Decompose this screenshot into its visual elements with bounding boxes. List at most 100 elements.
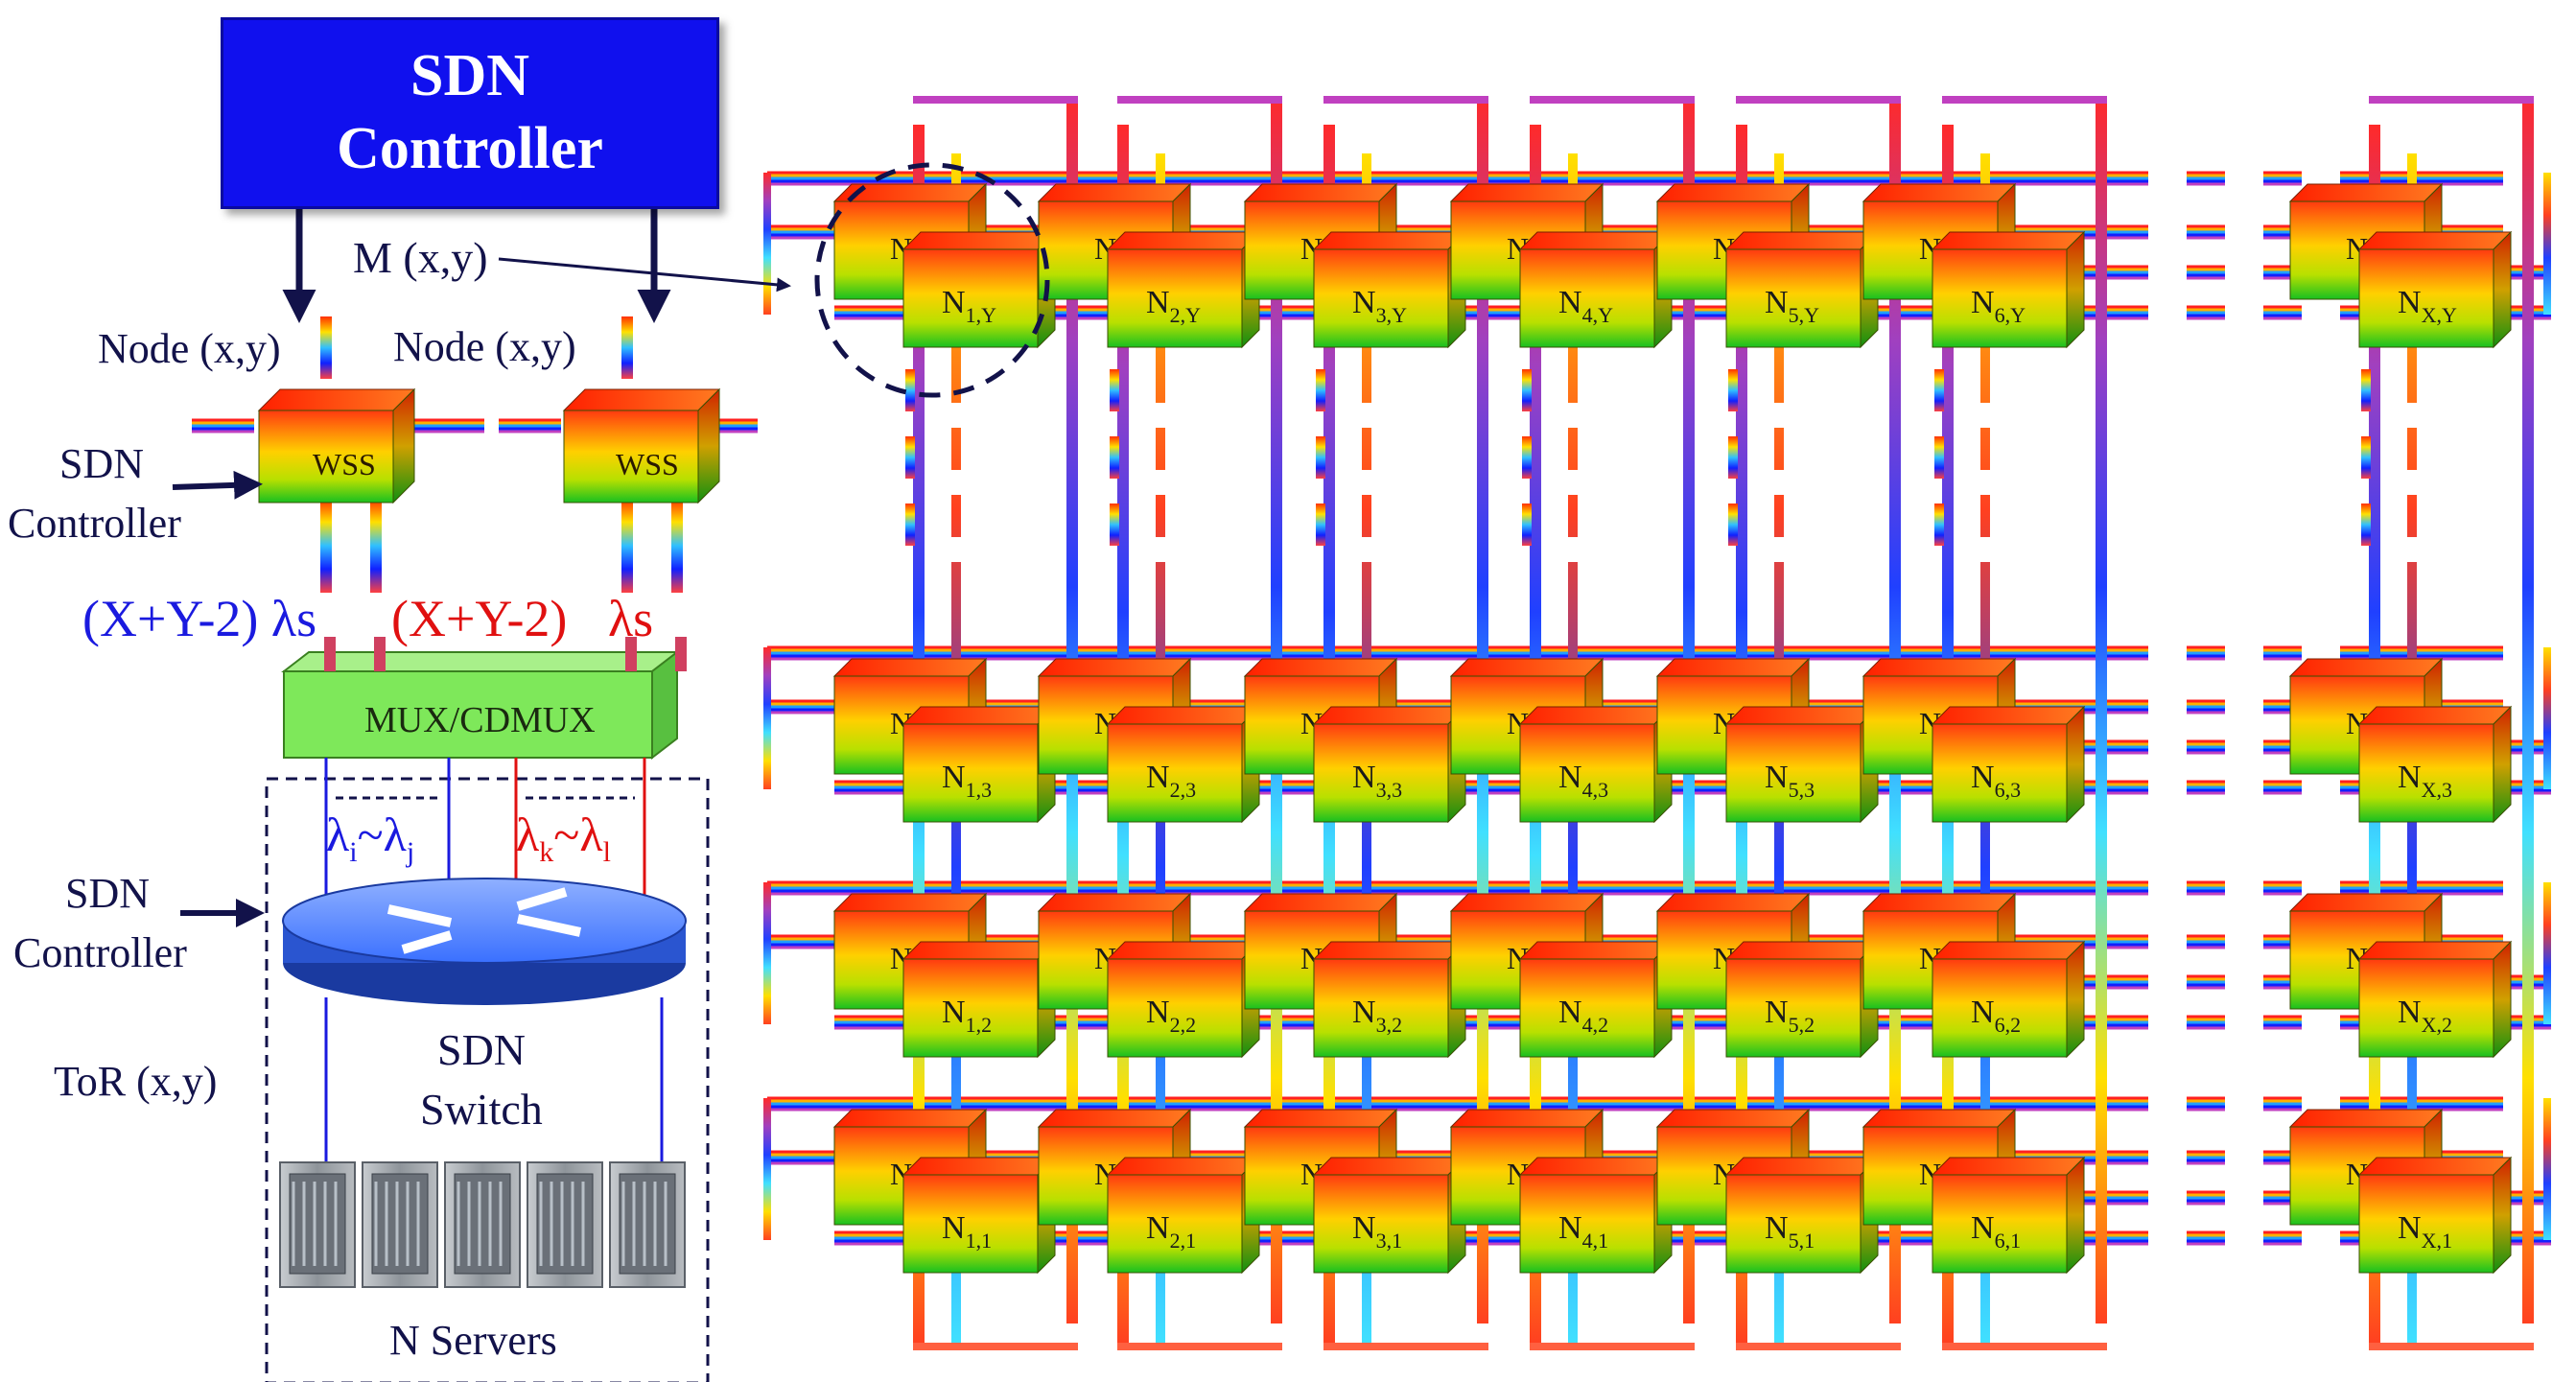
column-gap <box>1566 537 1581 562</box>
tilde-ij: ~ <box>357 808 384 861</box>
left-panel <box>172 209 791 1382</box>
bundle-gap <box>2148 699 2187 716</box>
node-cube <box>1724 705 1880 824</box>
wss-fiber-stub <box>370 499 382 593</box>
router-arrow-icon <box>386 904 453 927</box>
node-label-sub: 2,2 <box>1170 1013 1197 1037</box>
node-label-sub: 6,1 <box>1995 1229 2022 1253</box>
mux-stub <box>675 637 687 671</box>
bundle-gap <box>2225 305 2263 322</box>
node-label-sub: 2,Y <box>1170 303 1202 327</box>
node-cube <box>1931 230 2086 349</box>
mux-stub <box>374 637 386 671</box>
sub-l: l <box>602 836 611 868</box>
dashed-stub <box>2361 504 2371 546</box>
node-label-sub: X,1 <box>2422 1229 2452 1253</box>
sdn-switch-line1: SDN <box>437 1025 527 1074</box>
column-loop-top <box>1530 96 1695 104</box>
column-loop-bottom <box>1117 1343 1282 1350</box>
column-gap <box>1154 403 1169 428</box>
column-gap <box>2405 537 2421 562</box>
router-arrow-icon <box>516 914 582 937</box>
node-label-sub: 4,1 <box>1582 1229 1609 1253</box>
bundle-gap <box>2302 1230 2340 1248</box>
node-label-sub: 6,Y <box>1995 303 2026 327</box>
wss-fiber-stub <box>621 316 633 379</box>
wss-fiber-stub <box>671 499 683 593</box>
column-gap <box>949 470 965 495</box>
node-cube <box>1931 705 2086 824</box>
bundle-gap <box>2225 739 2263 757</box>
node-cube <box>1931 940 2086 1059</box>
sdn-controller-side-2-line2: Controller <box>13 929 187 976</box>
sub-j: j <box>406 836 415 868</box>
column-gap <box>1360 403 1375 428</box>
column-gap <box>1360 537 1375 562</box>
dashed-stub <box>1934 504 1944 546</box>
dashed-stub <box>1316 436 1325 479</box>
node-label-right: Node (x,y) <box>393 323 576 370</box>
node-cube <box>1106 230 1261 349</box>
column-gap <box>1772 470 1788 495</box>
dashed-stub <box>905 436 915 479</box>
node-label-sub: 4,3 <box>1582 778 1609 802</box>
node-label-sub: 4,Y <box>1582 303 1614 327</box>
node-cube <box>1106 940 1261 1059</box>
column-gap <box>1566 470 1581 495</box>
bundle-gap <box>2148 780 2187 797</box>
bundle-gap <box>2148 1150 2187 1167</box>
dashed-stub <box>1728 504 1738 546</box>
dashed-stub <box>1316 504 1325 546</box>
column-gap <box>949 403 965 428</box>
tilde-kl: ~ <box>553 808 580 861</box>
wss-left-label: WSS <box>313 447 376 481</box>
lambda-j: λ <box>383 808 407 861</box>
node-cube <box>1518 705 1674 824</box>
node-cube <box>902 1156 1057 1275</box>
mux-label: MUX/CDMUX <box>364 700 596 740</box>
bundle-gap <box>2148 974 2187 992</box>
side-controller-arrow-1 <box>172 470 263 500</box>
node-cube <box>1312 230 1467 349</box>
column-fiber-right <box>2522 96 2534 1323</box>
node-label-sub: 1,1 <box>966 1229 993 1253</box>
m-pointer-arrow <box>498 257 791 293</box>
node-label-sub: 1,Y <box>966 303 997 327</box>
node-label-sub: 4,2 <box>1582 1013 1609 1037</box>
dashed-stub <box>905 369 915 411</box>
bundle-gap <box>2148 224 2187 242</box>
sub-i: i <box>349 836 358 868</box>
wss-left-cube <box>257 387 416 504</box>
column-loop-top <box>2369 96 2534 104</box>
server-icon <box>444 1161 521 1288</box>
node-cube <box>1312 940 1467 1059</box>
sdn-controller-side-1-line2: Controller <box>8 500 181 547</box>
node-cube <box>2357 940 2513 1059</box>
row-loop-left <box>763 173 771 315</box>
node-cube <box>2357 1156 2513 1275</box>
row-loop-right <box>2543 647 2551 789</box>
node-label-sub: 2,1 <box>1170 1229 1197 1253</box>
node-cube <box>2357 705 2513 824</box>
dashed-stub <box>1522 369 1532 411</box>
bundle-gap <box>2148 739 2187 757</box>
row-loop-left <box>763 882 771 1024</box>
node-grid: NN1,YNN2,YNN3,YNN4,YNN5,YNN6,YNNX,YNN1,3… <box>814 162 2513 1275</box>
mux-side <box>651 649 678 761</box>
dashed-stub <box>905 504 915 546</box>
n-servers-label: N Servers <box>389 1317 557 1364</box>
lambda-blue-label: (X+Y-2) λs <box>82 590 317 647</box>
node-cube <box>1724 940 1880 1059</box>
node-label-sub: X,Y <box>2422 303 2457 327</box>
dashed-stub <box>1728 436 1738 479</box>
column-gap <box>1772 403 1788 428</box>
column-loop-top <box>913 96 1078 104</box>
bundle-gap <box>2148 171 2187 188</box>
bundle-gap <box>2148 1096 2187 1113</box>
bundle-gap <box>2302 1015 2340 1032</box>
lambda-red-label-2: λs <box>608 590 654 647</box>
bundle-gap <box>2225 1096 2263 1113</box>
wss-fiber-stub <box>320 316 332 379</box>
column-loop-bottom <box>1736 1343 1901 1350</box>
sdn-switch-line2: Switch <box>420 1085 543 1134</box>
